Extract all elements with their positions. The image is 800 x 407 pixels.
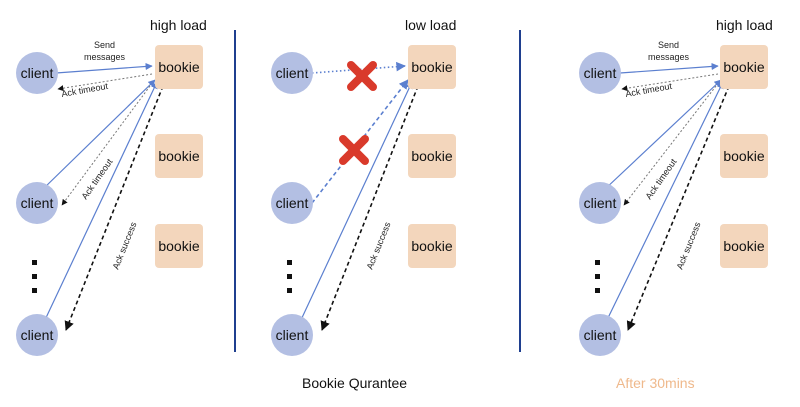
client-node: client <box>271 182 313 224</box>
client-node: client <box>16 52 58 94</box>
send-messages-label-line2: messages <box>84 52 126 62</box>
bookie-node: bookie <box>720 134 768 178</box>
ellipsis-dots <box>595 260 600 293</box>
load-label: high load <box>150 17 207 33</box>
bookie-node: bookie <box>408 45 456 89</box>
ack-success-label: Ack success <box>365 220 393 271</box>
load-label: high load <box>716 17 773 33</box>
bookie-label: bookie <box>411 148 452 164</box>
client-label: client <box>21 327 54 343</box>
ellipsis-dots <box>32 260 37 293</box>
client2-request-arrow <box>41 79 156 191</box>
bookie-label: bookie <box>411 238 452 254</box>
client-node: client <box>271 52 313 94</box>
client-label: client <box>276 195 309 211</box>
client-node: client <box>579 314 621 356</box>
client-label: client <box>21 65 54 81</box>
bookie-node: bookie <box>408 134 456 178</box>
bookie-node: bookie <box>155 45 203 89</box>
client-node: client <box>579 52 621 94</box>
bookie-node: bookie <box>155 134 203 178</box>
bookie-node: bookie <box>408 224 456 268</box>
ack-success-arrow <box>64 85 164 331</box>
client-label: client <box>584 65 617 81</box>
bookie-node: bookie <box>155 224 203 268</box>
panel-1: high load Send messages Ack timeout Ack … <box>16 17 207 356</box>
bookie-label: bookie <box>158 148 199 164</box>
ack-timeout-label: Ack timeout <box>61 81 110 99</box>
bookie-node: bookie <box>720 45 768 89</box>
ack-success-arrow <box>626 85 730 331</box>
blocked-cross-icon <box>339 135 369 165</box>
client-node: client <box>16 182 58 224</box>
ack-timeout-arrow-2 <box>61 85 151 206</box>
bookie-label: bookie <box>723 238 764 254</box>
send-messages-label-line1: Send <box>658 40 679 50</box>
ack-success-label: Ack success <box>675 220 703 271</box>
client3-request-arrow <box>605 81 724 323</box>
send-arrow <box>55 62 153 74</box>
client-label: client <box>21 195 54 211</box>
client3-request-arrow <box>43 81 158 323</box>
bookie-label: bookie <box>723 148 764 164</box>
ack-success-arrow <box>320 85 419 331</box>
panel-2: low load Ack success client client clien… <box>271 17 456 391</box>
ack-timeout-arrow <box>621 73 719 92</box>
panel-3: high load Send messages Ack timeout Ack … <box>579 17 773 391</box>
client-node: client <box>271 314 313 356</box>
bookie-label: bookie <box>411 59 452 75</box>
ack-timeout-label: Ack timeout <box>625 81 674 99</box>
ack-success-label: Ack success <box>111 220 139 271</box>
client-label: client <box>276 327 309 343</box>
panel-caption: Bookie Qurantee <box>302 375 407 391</box>
client-label: client <box>584 327 617 343</box>
ack-timeout-label-2: Ack timeout <box>643 156 678 201</box>
ack-timeout-label-2: Ack timeout <box>79 156 114 201</box>
client-label: client <box>276 65 309 81</box>
panel-caption: After 30mins <box>616 375 695 391</box>
load-label: low load <box>405 17 456 33</box>
ellipsis-dots <box>287 260 292 293</box>
client3-request-arrow <box>299 81 413 323</box>
send-messages-label-line1: Send <box>94 40 115 50</box>
blocked-cross-icon <box>347 61 377 91</box>
bookie-label: bookie <box>158 59 199 75</box>
send-arrow <box>619 62 719 74</box>
send-messages-label-line2: messages <box>648 52 690 62</box>
bookie-label: bookie <box>723 59 764 75</box>
client2-request-arrow <box>603 79 722 191</box>
client-node: client <box>579 182 621 224</box>
client-label: client <box>584 195 617 211</box>
bookie-label: bookie <box>158 238 199 254</box>
ack-timeout-arrow-2 <box>623 85 717 206</box>
client-node: client <box>16 314 58 356</box>
bookie-node: bookie <box>720 224 768 268</box>
